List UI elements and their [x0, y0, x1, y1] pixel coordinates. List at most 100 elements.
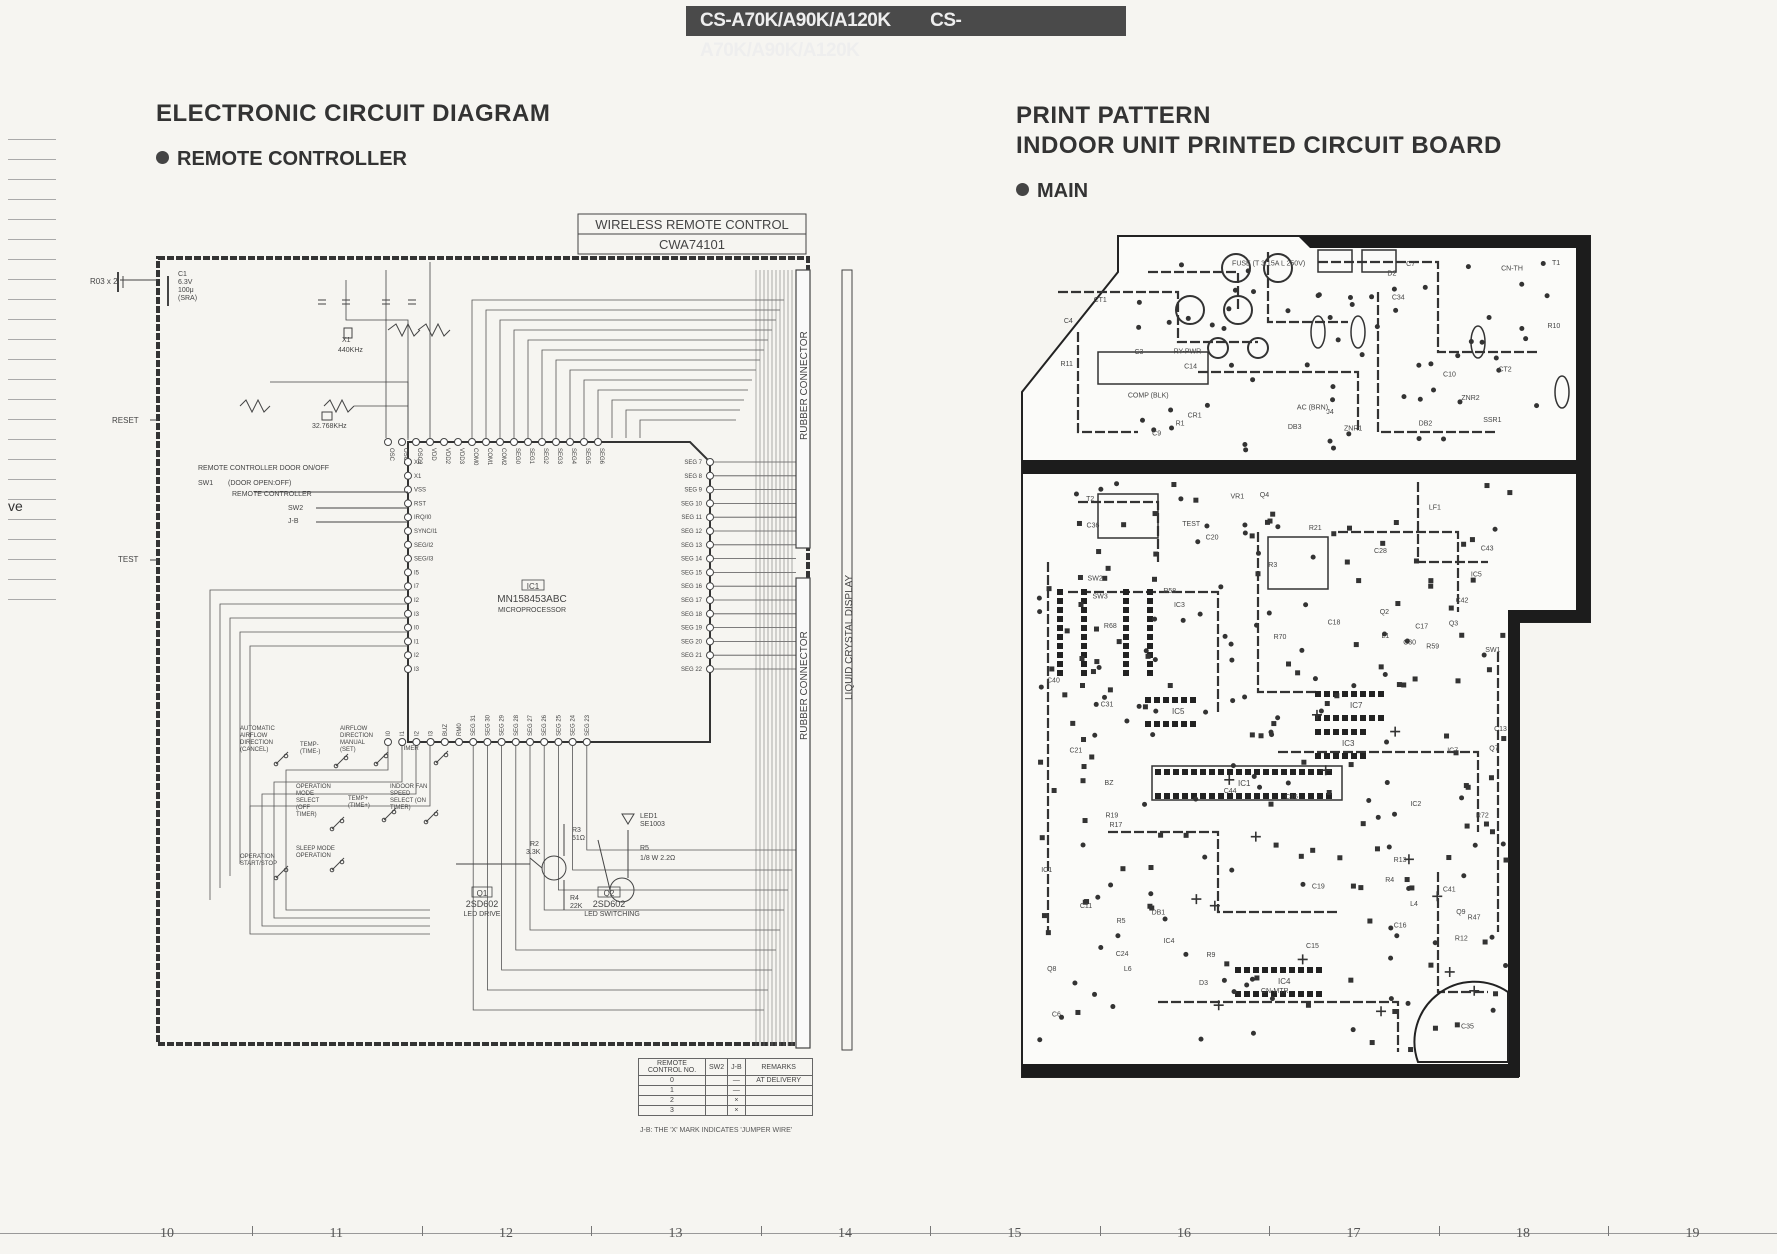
pcb-component-label: TEST: [1182, 521, 1201, 528]
pcb-component-label: Q8: [1047, 966, 1056, 973]
table-cell: ×: [727, 1095, 746, 1106]
page-column-number: 15: [1007, 1226, 1022, 1241]
pcb-component-label: CR1: [1188, 413, 1202, 420]
x1-freq: 440KHz: [338, 347, 363, 354]
pcb-component-label: C15: [1306, 943, 1319, 950]
ic-desc: MICROPROCESSOR: [498, 607, 566, 614]
page-column-number: 16: [1177, 1226, 1191, 1241]
q1-part: 2SD602: [466, 899, 499, 909]
header-model-left: CS-A70K/A90K/A120K: [700, 10, 891, 31]
ic-pin-label: SYNC/I1: [414, 529, 438, 535]
ruler-tick: [421, 1226, 423, 1236]
ic-pin-label: SEG/I2: [414, 543, 434, 549]
pcb-component-label: L6: [1124, 966, 1132, 973]
footer-ruler: [0, 1233, 1777, 1234]
key-button-label: TIMER): [390, 805, 411, 811]
pcb-component-label: SW3: [1093, 593, 1108, 600]
pcb-component-label: C13: [1494, 726, 1507, 733]
pcb-component-label: R11: [1061, 361, 1073, 368]
ic-pin-label: SEG 22: [681, 667, 703, 673]
table-cell: 0: [638, 1075, 706, 1086]
pcb-component-label: R58: [1163, 588, 1176, 595]
pcb-component-label: R72: [1476, 813, 1489, 820]
ic-pin-label: SEG 10: [681, 501, 703, 507]
ic-pin-label: OSC2: [416, 448, 422, 465]
led-part: SE1003: [640, 821, 665, 828]
table-cell: —: [727, 1075, 746, 1086]
rubber-connector-top: RUBBER CONNECTOR: [799, 331, 810, 440]
ic-pin-label: SEG 16: [681, 584, 703, 590]
key-button-label: TEMP-: [300, 742, 319, 748]
pcb-component-label: C11: [1080, 903, 1092, 910]
table-cell: 1: [638, 1085, 706, 1096]
key-button-label: START/STOP: [240, 861, 277, 867]
pcb-component-label: C19: [1312, 883, 1325, 890]
page-column-number: 17: [1346, 1226, 1361, 1241]
ic-pin-label: SEG 18: [681, 612, 703, 618]
ic-pin-label: SEG 7: [684, 460, 702, 466]
bullet-icon: [1016, 183, 1029, 196]
key-button-label: TIMER): [296, 812, 317, 818]
left-title: ELECTRONIC CIRCUIT DIAGRAM: [156, 100, 551, 127]
r4-val: 22K: [570, 903, 583, 910]
ic-pin-label: X0: [414, 460, 422, 466]
table-cell: 2: [638, 1095, 706, 1106]
ic-pin-label: SEG 31: [471, 714, 477, 736]
ruler-tick: [1438, 1226, 1440, 1236]
table-cell: [704, 1095, 729, 1106]
key-button-label: DIRECTION: [340, 733, 373, 739]
pcb-component-label: SW1: [1485, 647, 1500, 654]
pcb-component-label: CN-MTR: [1261, 988, 1289, 995]
ic-pin-label: SEG 27: [528, 714, 534, 736]
pcb-component-label: SSR1: [1483, 417, 1501, 424]
ruler-tick: [252, 1226, 253, 1236]
pcb-component-label: C40: [1047, 677, 1060, 684]
ic-pin-label: SEG 11: [681, 515, 702, 521]
ruler-tick: [591, 1226, 592, 1236]
q1-label: Q1: [477, 889, 488, 898]
pcb-component-label: IC5: [1471, 571, 1482, 578]
pcb-component-label: C18: [1328, 620, 1341, 627]
ic-pin-label: IRQ/I0: [414, 515, 432, 521]
ic-pin-label: SEG4: [570, 448, 576, 465]
ic-pin-label: I2: [414, 598, 420, 604]
q2-label: Q2: [604, 889, 615, 898]
ic-pin-label: SEG1: [528, 448, 534, 465]
pcb-component-label: Q7: [1489, 746, 1498, 753]
r3-val: 51Ω: [572, 835, 585, 842]
pcb-ic-label: IC3: [1342, 739, 1355, 748]
pcb-component-label: IC2: [1410, 801, 1421, 808]
table-row: 0—AT DELIVERY: [638, 1075, 813, 1086]
pcb-ic-label: IC4: [1278, 977, 1291, 986]
lcd-label: LIQUID CRYSTAL DISPLAY: [844, 574, 855, 700]
remote-control-table: REMOTE CONTROL NO. SW2 J-B REMARKS 0—AT …: [638, 1058, 813, 1116]
key-button-label: AUTOMATIC: [240, 726, 275, 732]
r5-val: 1/8 W 2.2Ω: [640, 855, 675, 862]
ic-pin-label: VDD: [430, 448, 436, 461]
pcb-component-label: C17: [1415, 623, 1428, 630]
table-cell: 3: [638, 1105, 706, 1116]
reset-label: RESET: [112, 416, 139, 425]
pcb-component-label: C10: [1443, 371, 1456, 378]
r5-label: R5: [640, 845, 649, 852]
ic-pin-label: SEG3: [556, 448, 562, 465]
ic-pin-label: SEG 17: [681, 598, 703, 604]
r4-label: R4: [570, 895, 579, 902]
pcb-component-label: R13: [1394, 857, 1407, 864]
ic-pin-label: I1: [400, 730, 406, 736]
r2-val: 3.3K: [526, 849, 541, 856]
page-column-number: 18: [1516, 1226, 1530, 1241]
key-button-label: SELECT: [296, 798, 320, 804]
ic-pin-label: SEG0: [514, 448, 520, 465]
table-header: REMOTE CONTROL NO.: [638, 1058, 706, 1076]
ic-pin-label: SEG/I3: [414, 557, 434, 563]
header-model-right: CS-A70K/A90K/A120K: [700, 10, 962, 61]
pcb-component-label: DB3: [1288, 424, 1302, 431]
pcb-component-label: D2: [1387, 270, 1396, 277]
test-label: TEST: [118, 555, 139, 564]
ic-pin-label: COM1: [486, 448, 492, 466]
key-button-label: INDOOR FAN: [390, 784, 427, 790]
left-subtitle: REMOTE CONTROLLER: [156, 148, 407, 171]
